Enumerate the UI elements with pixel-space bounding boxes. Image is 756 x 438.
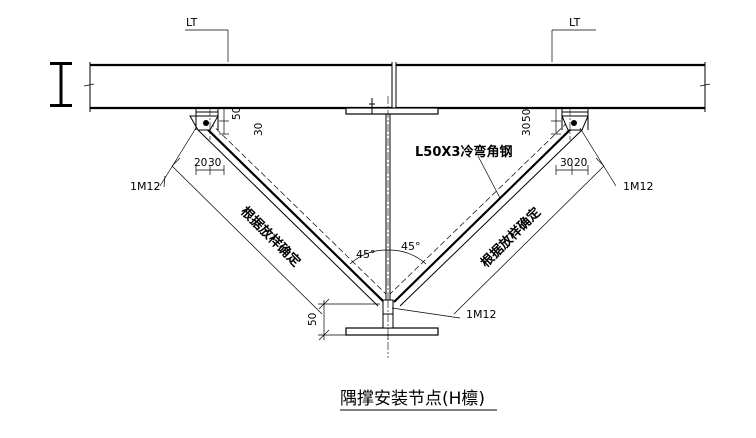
left-diagonal-extent: 根据放样确定 — [163, 157, 323, 315]
bolt-label-left: 1M12 — [130, 180, 161, 193]
left-horizontal-dimension: 20 30 — [194, 157, 225, 175]
dim-bottom-v50: 50 — [307, 313, 319, 326]
angle-label-right: 45° — [401, 240, 421, 253]
dim-right-v30: 30 — [521, 123, 533, 136]
left-vertical-dimension: 50 30 — [219, 107, 265, 136]
member-callout: L50X3冷弯角钢 — [415, 144, 512, 199]
left-beam — [83, 62, 393, 112]
right-horizontal-dimension: 30 20 — [555, 157, 589, 175]
lt-label-left: LT — [186, 16, 198, 29]
right-brace-bracket — [561, 108, 589, 130]
lt-leader-left: LT — [185, 16, 229, 62]
bolt-label-bottom: 1M12 — [466, 308, 497, 321]
left-bolt-note: 1M12 — [130, 127, 197, 193]
dim-right-v50: 50 — [521, 109, 533, 122]
right-beam — [395, 62, 711, 112]
angle-arcs: 45° 45° — [349, 240, 427, 265]
dim-right-h30: 30 — [560, 157, 573, 169]
member-label: L50X3冷弯角钢 — [415, 144, 512, 160]
bottom-gusset-plate — [345, 299, 439, 358]
lt-leader-right: LT — [551, 16, 596, 62]
left-brace-bracket — [195, 108, 219, 130]
dim-left-h30: 30 — [208, 157, 221, 169]
dim-left-v30: 30 — [253, 123, 265, 136]
left-brace — [189, 108, 387, 307]
bottom-vertical-dimension: 50 — [307, 298, 380, 341]
bolt-label-right: 1M12 — [623, 180, 654, 193]
dim-left-v50: 50 — [231, 107, 243, 120]
right-vertical-dimension: 30 50 — [521, 107, 561, 136]
right-bolt-note: 1M12 — [579, 127, 654, 193]
right-brace — [389, 108, 589, 307]
center-splice-plate — [345, 98, 439, 115]
bottom-bolt-note: 1M12 — [391, 307, 497, 321]
dim-left-h20: 20 — [194, 157, 207, 169]
h-section-symbol — [50, 62, 72, 107]
lt-label-right: LT — [569, 16, 581, 29]
center-vertical-stay — [385, 96, 391, 340]
fix-label-right: 根据放样确定 — [478, 204, 544, 270]
angle-label-left: 45° — [356, 248, 376, 261]
dim-right-h20: 20 — [574, 157, 587, 169]
title-text: 隅撑安装节点(H檩) — [340, 389, 485, 409]
drawing-title: 隅撑安装节点(H檩) — [340, 389, 497, 411]
